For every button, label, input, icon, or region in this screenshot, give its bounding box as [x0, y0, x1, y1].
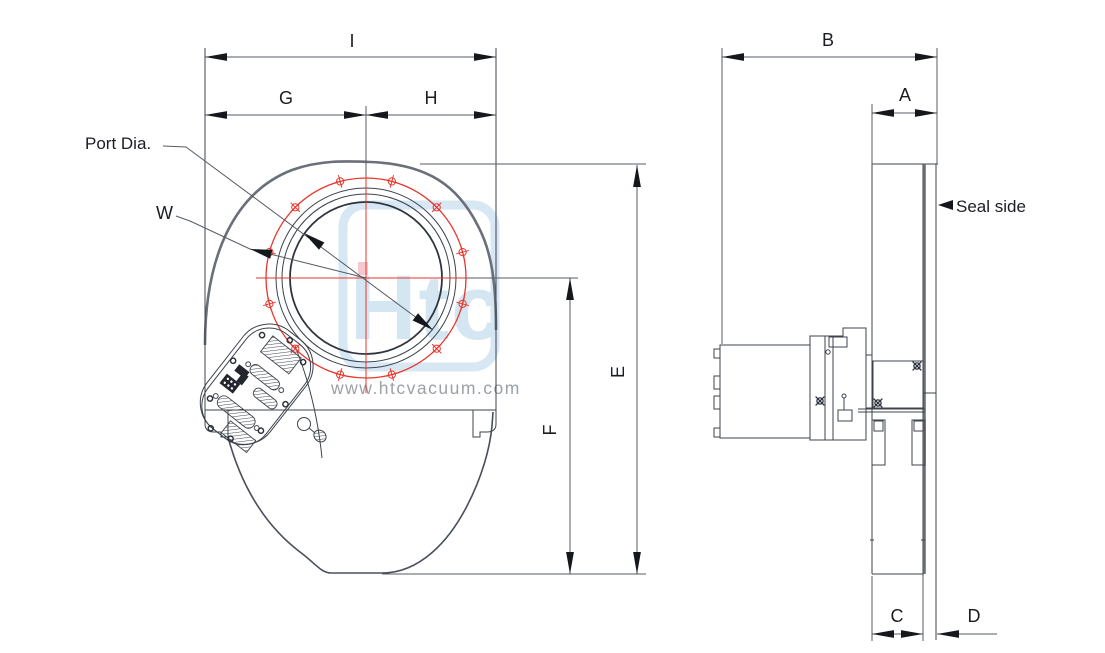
actuator-adapter: [865, 354, 873, 409]
motor-connector-nub: [713, 395, 721, 410]
clamp-leg-right-notch: [913, 420, 924, 432]
watermark-url: www.htcvacuum.com: [330, 378, 521, 398]
dsub-connector-medium: [245, 361, 285, 394]
seal-side-arrow: [938, 200, 953, 210]
pin-detail: [841, 393, 847, 399]
actuator-assembly: [713, 327, 873, 441]
pin-block-connector: [219, 373, 241, 394]
front-view: [199, 48, 498, 574]
motor-connector-nub: [713, 375, 721, 390]
bolt-hole: [383, 172, 401, 190]
panel-outline: [201, 327, 312, 446]
side-view: [713, 163, 938, 640]
vacuum-fitting: [297, 417, 327, 443]
port-dia-arrow-inner: [304, 233, 325, 250]
connector-panel: [199, 323, 314, 454]
bonnet-plate: [872, 360, 924, 409]
dim-label-H: H: [425, 88, 438, 108]
seal-side-callout: Seal side: [938, 197, 1026, 216]
valve-body-outline: [203, 160, 498, 346]
dim-label-A: A: [899, 85, 911, 105]
dimensions: I G H E F Port Dia. W B: [85, 30, 1026, 641]
dim-label-I: I: [349, 31, 354, 51]
motor-connector-nub: [713, 427, 721, 438]
drive-detail-hole: [825, 349, 831, 355]
watermark-pink-mark: [358, 262, 368, 275]
vent-grid-connector: [259, 335, 302, 375]
dim-label-F: F: [540, 425, 560, 436]
drive-screw: [814, 395, 826, 407]
dim-label-W: W: [156, 203, 173, 223]
port-dia-leader: [162, 145, 434, 331]
motor-connector-nub: [713, 348, 721, 359]
bonnet-screw: [872, 397, 884, 409]
dim-label-E: E: [608, 366, 628, 378]
w-arrow: [250, 249, 273, 259]
bolt-hole: [260, 295, 278, 313]
clamp-leg-left: [871, 419, 886, 466]
bolt-hole: [331, 172, 349, 190]
dim-w: W: [156, 203, 367, 279]
drive-detail-block: [828, 336, 848, 348]
dsub-connector-small: [252, 387, 278, 410]
drive-section: [832, 327, 867, 441]
power-connector: [234, 364, 250, 386]
dim-label-C: C: [891, 606, 904, 626]
port-flange: [256, 172, 472, 393]
clamp-legs: [871, 419, 926, 466]
dim-label-G: G: [279, 88, 293, 108]
dim-label-D: D: [968, 606, 981, 626]
panel-screws: [206, 331, 307, 443]
motor-housing: [719, 344, 811, 439]
bonnet-flange: [858, 360, 925, 413]
watermark-logo-text: Htc: [350, 257, 504, 359]
dim-port-dia: Port Dia.: [85, 134, 434, 331]
dim-label-port-dia: Port Dia.: [85, 134, 151, 153]
dim-label-B: B: [822, 30, 834, 50]
bonnet-screw: [911, 360, 923, 372]
bracket-detail: [837, 409, 853, 422]
pendulum-housing-outline: [227, 411, 494, 574]
gearbox-section: [809, 335, 826, 441]
clamp-leg-left-notch: [873, 420, 884, 432]
htc-watermark: Htc www.htcvacuum.com: [330, 200, 521, 398]
clamp-leg-right: [911, 419, 926, 466]
port-dia-arrow-outer: [412, 313, 433, 330]
vent-grid-connector-2: [220, 420, 257, 454]
seal-side-label: Seal side: [956, 197, 1026, 216]
w-leader: [175, 215, 367, 279]
